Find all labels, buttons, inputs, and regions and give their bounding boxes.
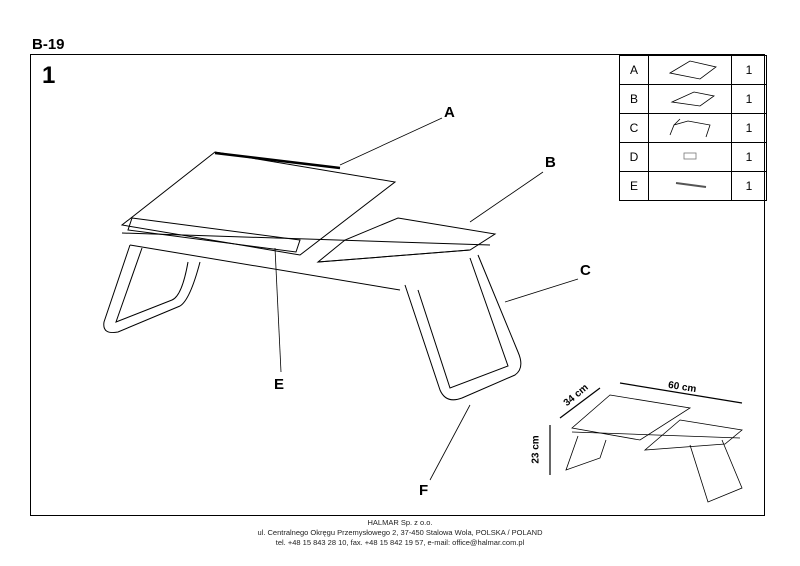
dimension-drawing xyxy=(549,382,743,503)
board-b xyxy=(316,217,497,263)
dimension-height: 23 cm xyxy=(530,435,542,464)
small-block-icon xyxy=(648,142,732,172)
parts-table: A 1 B 1 C 1 D 1 E 1 xyxy=(619,55,767,201)
company-address: ul. Centralnego Okręgu Przemysłowego 2, … xyxy=(257,528,543,537)
callout-c: C xyxy=(580,262,591,279)
callout-a: A xyxy=(444,104,455,121)
callout-b: B xyxy=(545,154,556,171)
callout-f: F xyxy=(419,482,429,499)
frame-c xyxy=(103,232,522,401)
product-code: B-19 xyxy=(32,36,65,53)
footer: HALMAR Sp. z o.o. ul. Centralnego Okręgu… xyxy=(0,518,800,548)
part-letter: C xyxy=(619,113,649,143)
instruction-frame xyxy=(30,54,765,516)
part-qty: 1 xyxy=(731,171,767,201)
callout-lines xyxy=(274,117,579,481)
part-letter: E xyxy=(619,171,649,201)
rail-icon xyxy=(648,171,732,201)
company-name: HALMAR Sp. z o.o. xyxy=(367,518,433,527)
part-row: C 1 xyxy=(619,113,767,143)
step-number: 1 xyxy=(42,62,56,89)
callout-e: E xyxy=(274,376,285,393)
part-qty: 1 xyxy=(731,142,767,172)
company-contact: tel. +48 15 843 28 10, fax. +48 15 842 1… xyxy=(275,538,525,547)
board-a xyxy=(120,151,397,256)
part-row: E 1 xyxy=(619,171,767,201)
part-row: B 1 xyxy=(619,84,767,114)
